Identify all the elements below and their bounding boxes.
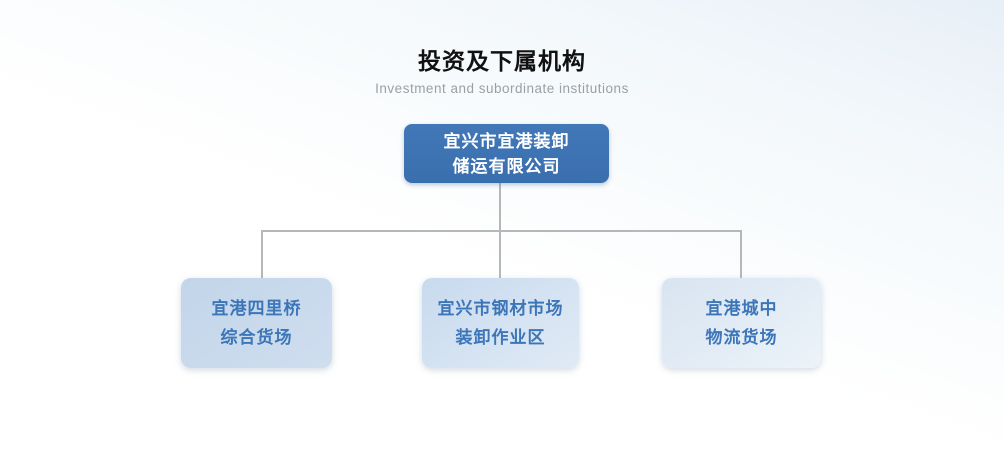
org-node-child-3: 宜港城中 物流货场 [662, 278, 821, 368]
page-subtitle: Investment and subordinate institutions [375, 81, 629, 96]
org-node-child-1: 宜港四里桥 综合货场 [181, 278, 332, 368]
org-node-root-label-line2: 储运有限公司 [452, 156, 561, 176]
org-node-root-label-line1: 宜兴市宜港装卸 [443, 131, 570, 151]
connector-left-vertical [261, 231, 263, 278]
org-node-child-2-label-line2: 装卸作业区 [455, 328, 546, 347]
org-node-child-2: 宜兴市钢材市场 装卸作业区 [422, 278, 579, 368]
page-title: 投资及下属机构 [418, 48, 586, 74]
org-node-child-2-label-line1: 宜兴市钢材市场 [437, 299, 564, 318]
org-node-child-3-label-line2: 物流货场 [705, 328, 778, 347]
connector-right-vertical [740, 231, 742, 278]
org-node-child-3-label-line1: 宜港城中 [705, 299, 778, 318]
org-node-root: 宜兴市宜港装卸 储运有限公司 [404, 124, 609, 183]
org-node-child-1-label-line2: 综合货场 [220, 328, 293, 347]
org-node-child-1-label-line1: 宜港四里桥 [211, 299, 302, 318]
connector-horizontal [261, 230, 742, 232]
